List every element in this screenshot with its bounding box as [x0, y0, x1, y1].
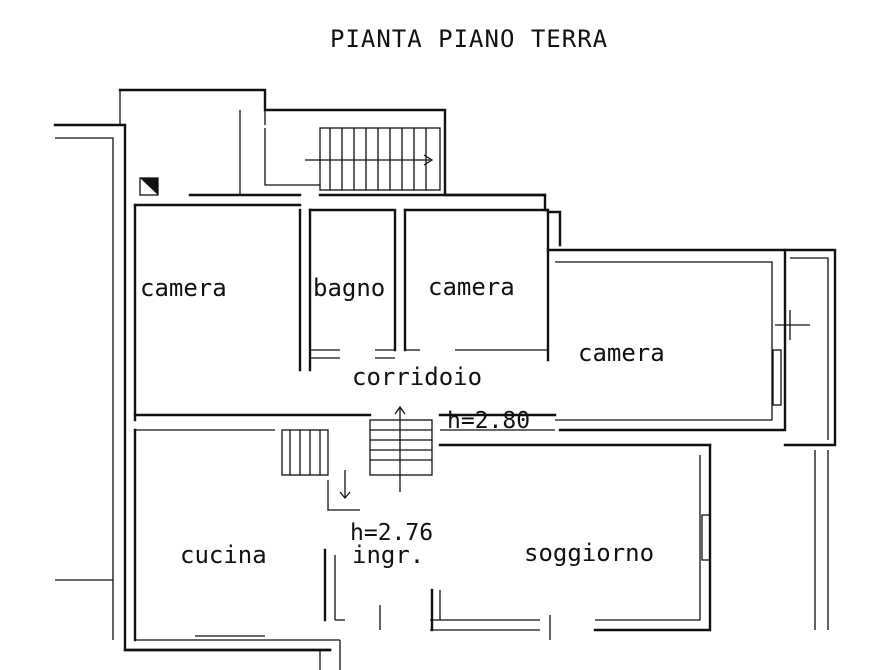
corner-symbol [140, 178, 158, 195]
room-label-bagno: bagno [313, 274, 385, 302]
height-label-upper: h=2.80 [447, 408, 530, 434]
room-label-camera-left: camera [140, 274, 227, 302]
room-label-corridoio: corridoio [352, 363, 482, 391]
room-label-ingresso: ingr. [352, 541, 424, 569]
height-label-lower: h=2.76 [350, 520, 433, 546]
room-label-camera-middle: camera [428, 273, 515, 301]
window-marker [772, 349, 782, 406]
room-label-camera-right: camera [578, 339, 665, 367]
upper-staircase [264, 127, 441, 191]
room-label-cucina: cucina [180, 541, 267, 569]
corner-box [139, 177, 159, 196]
exterior-walls [53, 88, 837, 670]
room-label-soggiorno: soggiorno [524, 539, 654, 567]
window-marker [701, 514, 711, 561]
lower-staircase [281, 405, 433, 511]
plan-title: PIANTA PIANO TERRA [330, 25, 608, 53]
interior-walls [133, 208, 712, 640]
